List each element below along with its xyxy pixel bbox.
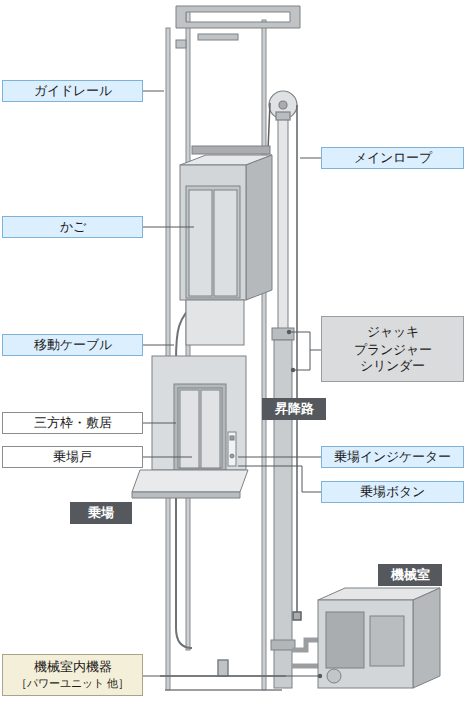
label-text: メインロープ — [354, 150, 432, 166]
top-frame — [198, 34, 238, 40]
cylinder — [274, 340, 292, 688]
leader-line — [238, 466, 321, 492]
machine-room — [413, 588, 440, 688]
label-text: かご — [60, 219, 86, 235]
landing — [178, 388, 222, 468]
leader-line — [291, 332, 321, 370]
bracket — [347, 343, 439, 374]
leader-line — [143, 227, 194, 228]
label-text: ジャッキ — [367, 324, 419, 340]
callout-label: メインロープ — [321, 147, 464, 169]
sheave — [269, 91, 297, 120]
landing — [180, 390, 199, 468]
label-text: 乗場戸 — [53, 449, 92, 465]
label-text: 機械室 — [391, 567, 430, 583]
label-text: 三方枠・敷居 — [34, 415, 112, 431]
landing — [132, 470, 248, 492]
callout-label: 三方枠・敷居 — [2, 412, 143, 434]
leader-line — [238, 457, 321, 458]
car — [246, 155, 272, 300]
label-text: 移動ケーブル — [34, 337, 112, 353]
plunger — [272, 116, 294, 340]
callout-label: ガイドレール — [2, 80, 143, 102]
machine-room — [292, 588, 440, 688]
pit-frame — [218, 660, 228, 676]
leader-line — [143, 345, 174, 346]
callout-label: 乗場戸 — [2, 446, 143, 468]
landing — [132, 356, 248, 498]
pit-frame — [160, 660, 286, 690]
car — [180, 165, 246, 300]
landing — [230, 454, 234, 458]
label-subtext: プランジャー シリンダー — [347, 342, 439, 375]
car — [186, 186, 240, 298]
plunger — [278, 116, 288, 336]
guide-rail — [262, 20, 266, 690]
leader-line — [143, 91, 321, 676]
main-rope — [268, 103, 301, 620]
landing — [228, 432, 236, 466]
leader-line — [143, 676, 318, 677]
car — [186, 300, 244, 345]
leader-line — [143, 457, 192, 458]
car — [214, 190, 237, 296]
main-rope — [296, 105, 298, 612]
leader-line — [143, 423, 176, 424]
main-rope — [268, 103, 270, 150]
plunger — [272, 328, 294, 340]
machine-room — [327, 669, 341, 683]
leader-line — [300, 158, 321, 159]
callout-label: 乗場インジケーター — [321, 446, 464, 468]
landing — [230, 436, 234, 440]
section-tag: 機械室 — [378, 564, 442, 586]
callout-label: 移動ケーブル — [2, 334, 143, 356]
machine-room — [370, 616, 404, 666]
machine-room — [318, 600, 413, 688]
top-frame — [176, 6, 300, 28]
sheave — [279, 101, 287, 109]
car — [180, 146, 272, 345]
label-text: 乗場ボタン — [360, 484, 425, 500]
top-frame — [176, 40, 186, 48]
pit-frame — [165, 689, 282, 691]
cylinder — [271, 640, 295, 650]
callout-label: 機械室内機器 ［パワーユニット 他］ — [2, 654, 143, 696]
car — [189, 190, 212, 296]
callout-label: かご — [2, 216, 143, 238]
label-text: ガイドレール — [34, 83, 112, 99]
landing — [201, 390, 220, 468]
guide-rail — [166, 10, 266, 690]
label-text: 乗場インジケーター — [334, 449, 451, 465]
landing — [152, 356, 246, 470]
leader-line — [143, 91, 164, 92]
section-tag: 乗場 — [70, 502, 132, 524]
sheave — [269, 91, 297, 119]
label-text: 昇降路 — [275, 401, 314, 417]
section-tag: 昇降路 — [262, 398, 326, 420]
landing — [132, 492, 240, 498]
machine-room — [326, 612, 364, 668]
leader-dot — [318, 674, 322, 678]
label-text: 乗場 — [88, 505, 114, 521]
sheave — [276, 112, 290, 120]
main-rope — [293, 612, 301, 620]
callout-label: ジャッキプランジャー シリンダー — [321, 316, 464, 382]
machine-room — [292, 664, 320, 669]
leader-dot — [287, 330, 291, 334]
cylinder — [271, 340, 295, 688]
top-frame — [176, 6, 300, 48]
machine-room — [292, 640, 320, 650]
car — [192, 146, 270, 154]
callout-label: 乗場ボタン — [321, 481, 464, 503]
label-subtext: ［パワーユニット 他］ — [16, 677, 130, 691]
leader-dot — [287, 330, 322, 678]
leader-dot — [291, 368, 295, 372]
label-text: 機械室内機器 — [34, 659, 112, 675]
